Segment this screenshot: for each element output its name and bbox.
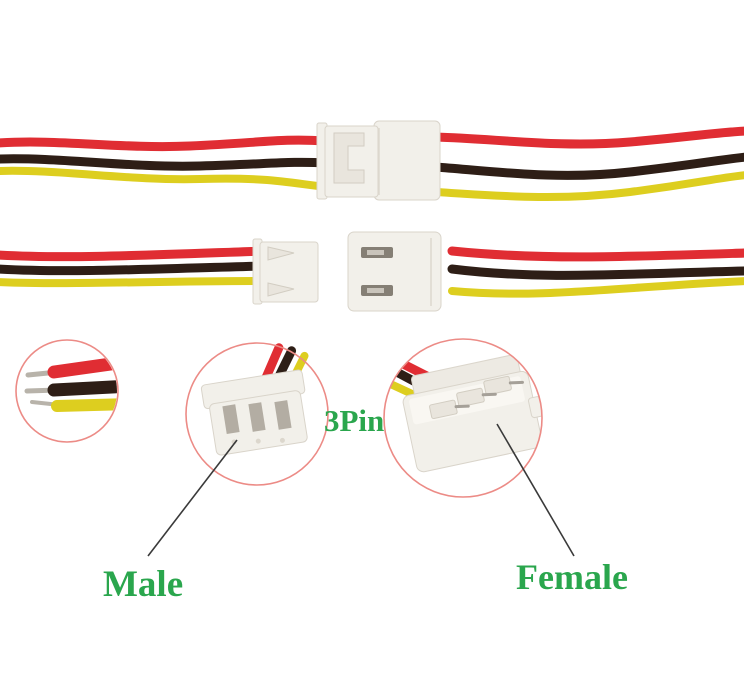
stripped-wire-yellow (51, 398, 117, 412)
mated-connector-row (0, 120, 744, 202)
callout-male-closeup (147, 342, 329, 557)
male-latch-wedge-bottom (267, 282, 295, 297)
separated-connectors-row (0, 231, 744, 312)
wire-red-top-right (431, 126, 744, 149)
male-label: Male (103, 564, 183, 605)
metal-pin-3 (508, 380, 524, 385)
male-pointer-line (147, 439, 238, 557)
female-connector (347, 231, 442, 312)
stripped-wire-black (47, 379, 117, 397)
callout-stripped-wires (15, 339, 119, 443)
female-label: Female (516, 557, 628, 597)
pin-slot-1 (222, 404, 240, 434)
callout-circle-wires (15, 339, 119, 443)
wire-black-top-left (0, 154, 331, 171)
face-dimple-2 (255, 438, 261, 444)
callout-female-closeup (383, 338, 575, 557)
female-pointer-line (496, 423, 575, 557)
wire-black-mid-right (447, 264, 744, 280)
wire-black-top-right (431, 152, 744, 180)
stripped-wire-red (47, 354, 117, 379)
pin-slot-3 (274, 400, 292, 430)
mated-connector-pair (316, 120, 441, 201)
male-latch-wedge-top (267, 246, 295, 261)
male-latch-clip (333, 132, 365, 184)
callout-circle-female (383, 338, 543, 498)
wire-yellow-top-left (0, 166, 330, 191)
pin-count-label: 3Pin (324, 403, 384, 438)
wire-yellow-mid-right (448, 277, 744, 298)
metal-pin-2 (481, 392, 497, 397)
wire-red-mid-left (0, 246, 269, 262)
metal-contact-bottom (367, 288, 384, 293)
callout-circle-male (185, 342, 329, 486)
wire-yellow-top-right (432, 171, 744, 202)
female-body (347, 231, 442, 312)
metal-pin-1 (454, 404, 470, 409)
wire-black-mid-left (0, 261, 269, 276)
metal-contact-top (367, 250, 384, 255)
wire-red-top-left (0, 135, 331, 152)
wire-yellow-mid-left (0, 277, 268, 288)
face-dimple-3 (279, 437, 285, 443)
female-housing (373, 120, 441, 201)
male-connector (252, 238, 319, 305)
pin-slot-2 (248, 402, 266, 432)
wire-red-mid-right (447, 246, 744, 262)
